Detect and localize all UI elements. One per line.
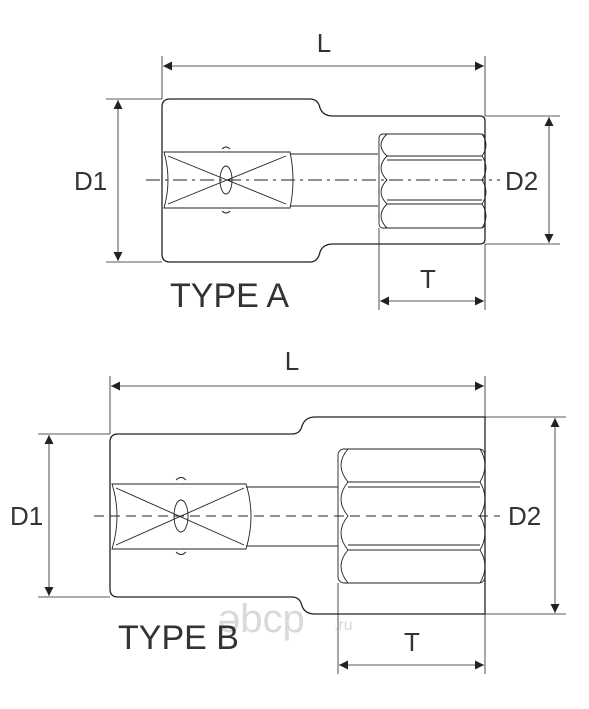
watermark-brand: əbcp xyxy=(218,597,305,641)
type-a-title: TYPE A xyxy=(170,277,289,315)
type-a-depth-label: T xyxy=(420,264,436,294)
type-b-drive-bore xyxy=(111,483,252,550)
type-a-head-label: D2 xyxy=(505,166,538,196)
type-b-head-label: D2 xyxy=(508,501,541,531)
type-a-drive-bore xyxy=(163,151,294,209)
type-a-drawing: L D1 D2 T TYPE A xyxy=(74,28,560,315)
type-a-body-outline xyxy=(161,98,486,263)
watermark-domain: .ru xyxy=(334,617,353,634)
type-b-drawing: L D1 D2 T TYPE B xyxy=(10,346,566,674)
type-b-length-label: L xyxy=(285,346,299,376)
type-b-body-outline xyxy=(109,416,486,615)
type-b-drive-label: D1 xyxy=(10,501,43,531)
type-a-head xyxy=(378,133,486,229)
type-b-depth-label: T xyxy=(404,627,420,657)
type-a-length-label: L xyxy=(317,28,331,58)
watermark: əbcp .ru xyxy=(218,597,353,641)
type-b-title: TYPE B xyxy=(118,619,239,657)
type-a-drive-label: D1 xyxy=(74,166,107,196)
